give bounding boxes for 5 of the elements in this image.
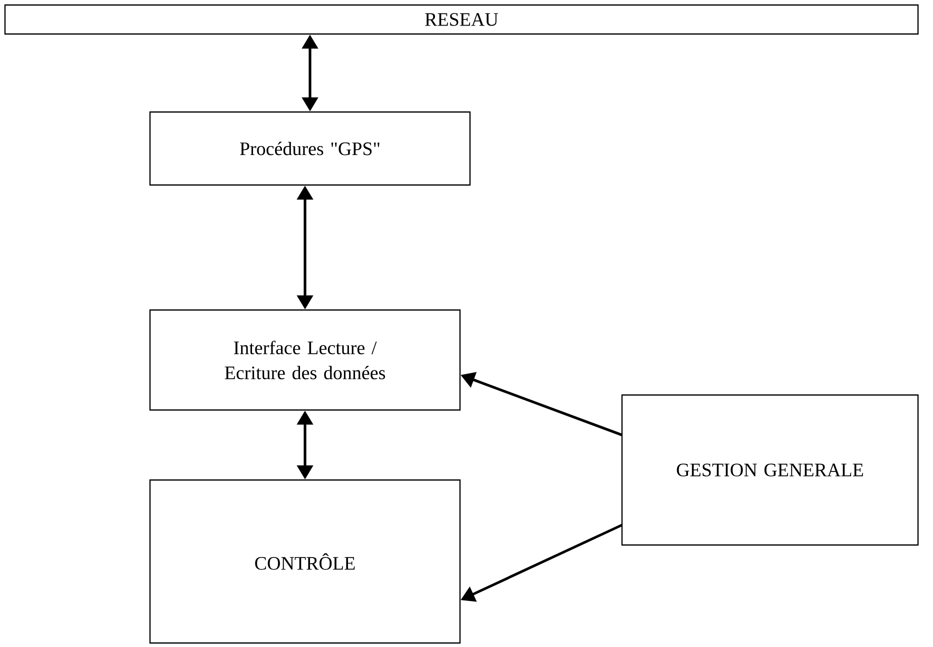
network-bar: RESEAU [4, 4, 919, 35]
process-box: CONTRÔLE [149, 479, 461, 644]
process-box: Procédures "GPS" [149, 111, 471, 186]
process-box: Interface Lecture / Ecriture des données [149, 309, 461, 411]
process-box: GESTION GENERALE [621, 394, 919, 546]
